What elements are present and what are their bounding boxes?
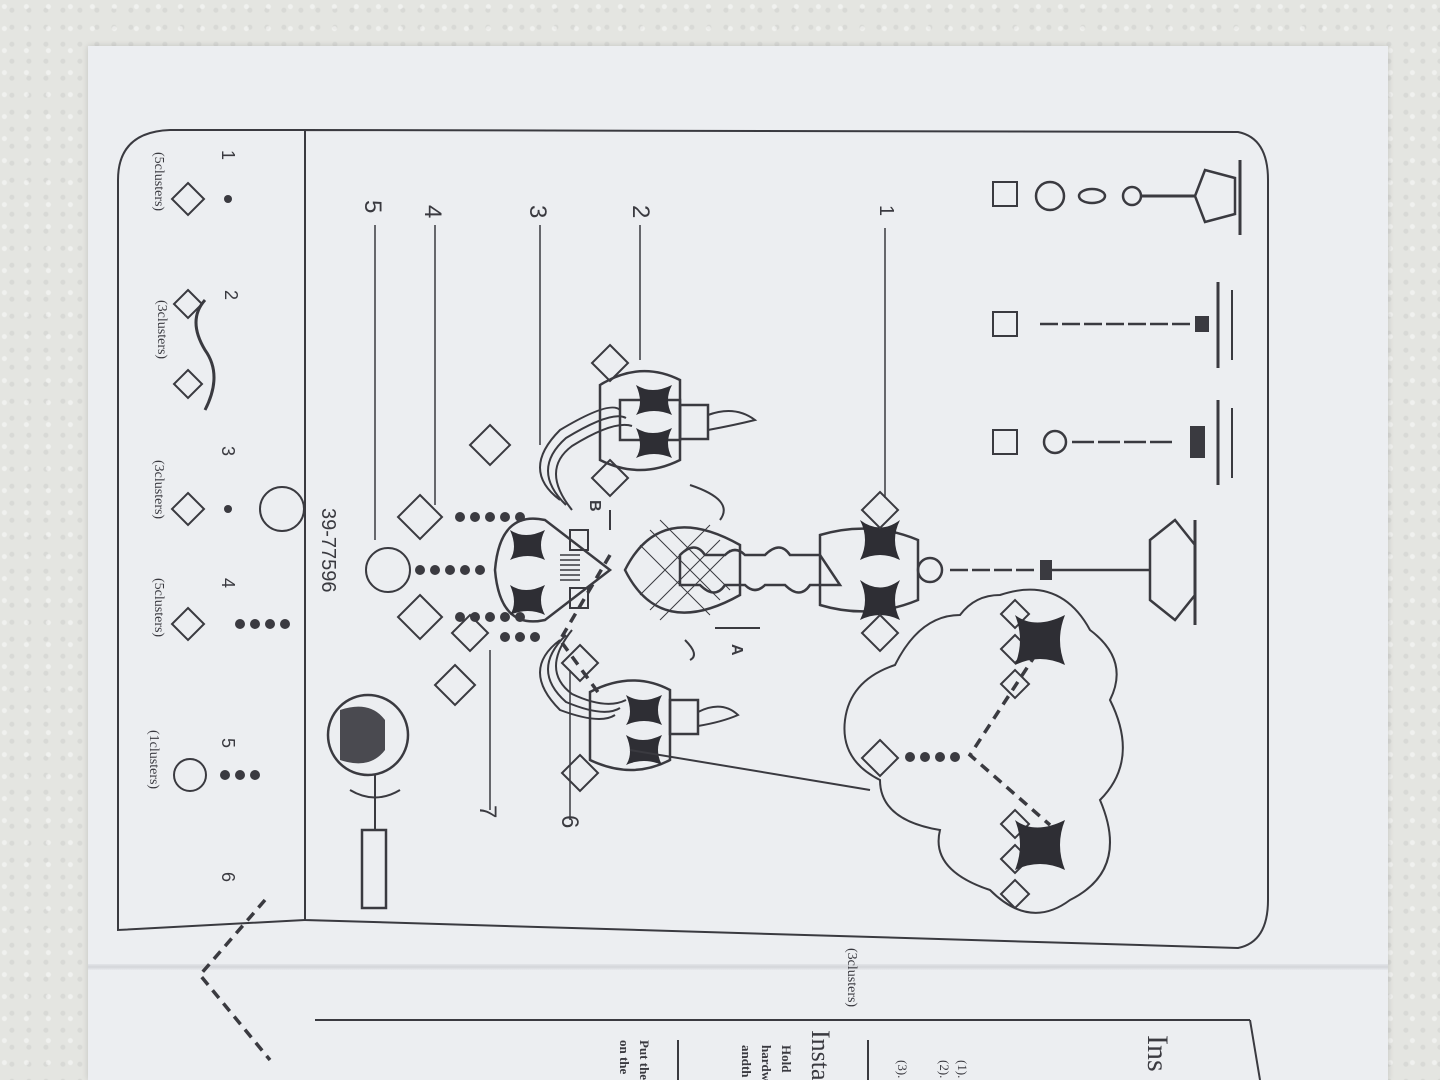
crystal-beads bbox=[415, 512, 960, 762]
next-page-para1-line2: hardw bbox=[759, 1045, 774, 1080]
next-page-step-1: (1). bbox=[955, 1060, 970, 1078]
arrow-a-label: A bbox=[728, 644, 745, 656]
dashed-path-cloud bbox=[967, 624, 1057, 827]
hanging-kit-option-1 bbox=[992, 160, 1242, 235]
detail-cloud bbox=[843, 588, 1124, 914]
callout-number-6: 6 bbox=[556, 815, 583, 828]
callout-number-5: 5 bbox=[359, 200, 386, 213]
hanging-kit-option-2 bbox=[992, 282, 1233, 368]
legend-label-4: (5clusters) bbox=[151, 578, 166, 637]
legend-label-6: (3clusters) bbox=[844, 948, 859, 1007]
dashed-path-arm bbox=[557, 554, 612, 697]
next-page-para1-line1: Hold bbox=[779, 1045, 794, 1073]
legend-label-2: (3clusters) bbox=[154, 300, 169, 359]
crystal-strands bbox=[365, 343, 1031, 910]
upper-arm bbox=[539, 369, 758, 511]
callout-number-3: 3 bbox=[524, 205, 551, 218]
legend-number-5: 5 bbox=[218, 738, 238, 748]
rotate-arrow-bottom bbox=[684, 639, 695, 661]
legend-crystals bbox=[170, 181, 305, 792]
rotate-arrow-top bbox=[689, 484, 725, 521]
legend-number-2: 2 bbox=[221, 290, 241, 300]
screw-inset bbox=[326, 693, 410, 910]
next-page-para2-line1: Put the bbox=[637, 1040, 652, 1080]
legend-number-1: 1 bbox=[218, 150, 238, 160]
arrow-b-label: B bbox=[586, 500, 603, 512]
legend-number-4: 4 bbox=[218, 578, 238, 588]
next-page-heading: Ins bbox=[1141, 1035, 1174, 1072]
next-page-para1-line3: andth bbox=[739, 1045, 754, 1078]
callout-number-2: 2 bbox=[627, 205, 654, 218]
legend-number-6: 6 bbox=[218, 872, 238, 882]
legend-frame bbox=[117, 129, 306, 932]
callout-number-4: 4 bbox=[419, 205, 446, 218]
legend-beads bbox=[220, 195, 290, 780]
lower-arm bbox=[539, 629, 740, 772]
callout-number-1: 1 bbox=[875, 205, 897, 216]
next-page-subheading: Insta bbox=[806, 1030, 835, 1080]
next-page-para2-line2: on the bbox=[617, 1040, 632, 1075]
legend-label-3: (3clusters) bbox=[151, 460, 166, 519]
cloud-arm-cups bbox=[1015, 615, 1065, 870]
legend-label-5: (1clusters) bbox=[146, 730, 161, 789]
dashed-path-legend bbox=[197, 898, 272, 1062]
detail-pointer-line bbox=[629, 749, 871, 791]
chandelier-body bbox=[493, 517, 1197, 625]
next-page-step-3: (3). bbox=[895, 1060, 910, 1078]
legend-number-3: 3 bbox=[218, 446, 238, 456]
model-number: 39-77596 bbox=[317, 508, 339, 593]
hanging-kit-option-3 bbox=[992, 400, 1233, 485]
next-page-step-2: (2). bbox=[937, 1060, 952, 1078]
callout-number-7: 7 bbox=[474, 805, 501, 818]
legend-label-1: (5clusters) bbox=[151, 152, 166, 211]
sheet-fold bbox=[88, 964, 1388, 970]
next-page-frame-edge bbox=[1249, 1019, 1261, 1080]
diagram-frame bbox=[304, 128, 1269, 950]
